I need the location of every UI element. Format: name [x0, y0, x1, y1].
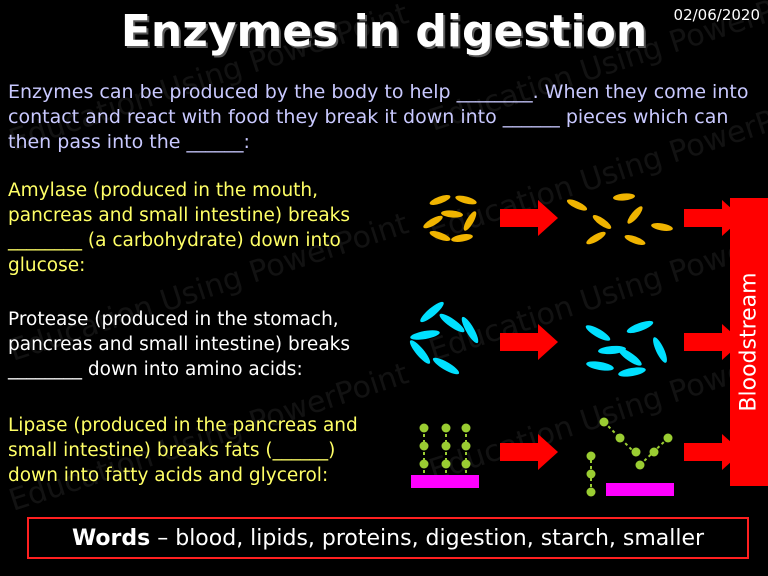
slide-title: Enzymes in digestion — [120, 6, 648, 57]
fatty-acids-and-glycerol — [586, 417, 674, 497]
lipase-text: Lipase (produced in the pancreas and sma… — [8, 415, 358, 486]
starch-molecule — [423, 195, 477, 242]
slide-date: 02/06/2020 — [673, 6, 760, 24]
amylase-text: Amylase (produced in the mouth, pancreas… — [8, 180, 351, 276]
word-bank-text: Words – blood, lipids, proteins, digesti… — [29, 526, 747, 551]
glucose-pieces — [566, 193, 673, 245]
word-bank: Words – blood, lipids, proteins, digesti… — [27, 517, 749, 559]
arrow-icon — [500, 434, 558, 470]
intro-text: Enzymes can be produced by the body to h… — [8, 81, 749, 153]
bloodstream-label: Bloodstream — [736, 272, 762, 412]
word-bank-separator: – — [150, 526, 176, 551]
bloodstream-box: Bloodstream — [730, 198, 768, 486]
arrow-icon — [500, 200, 558, 236]
fat-molecule — [411, 423, 479, 488]
amino-acid-pieces — [585, 320, 667, 377]
word-bank-list: blood, lipids, proteins, digestion, star… — [175, 526, 705, 551]
protease-text: Protease (produced in the stomach, pancr… — [8, 309, 351, 380]
protein-molecule — [409, 301, 479, 375]
word-bank-label: Words — [71, 526, 151, 551]
arrow-icon — [500, 324, 558, 360]
